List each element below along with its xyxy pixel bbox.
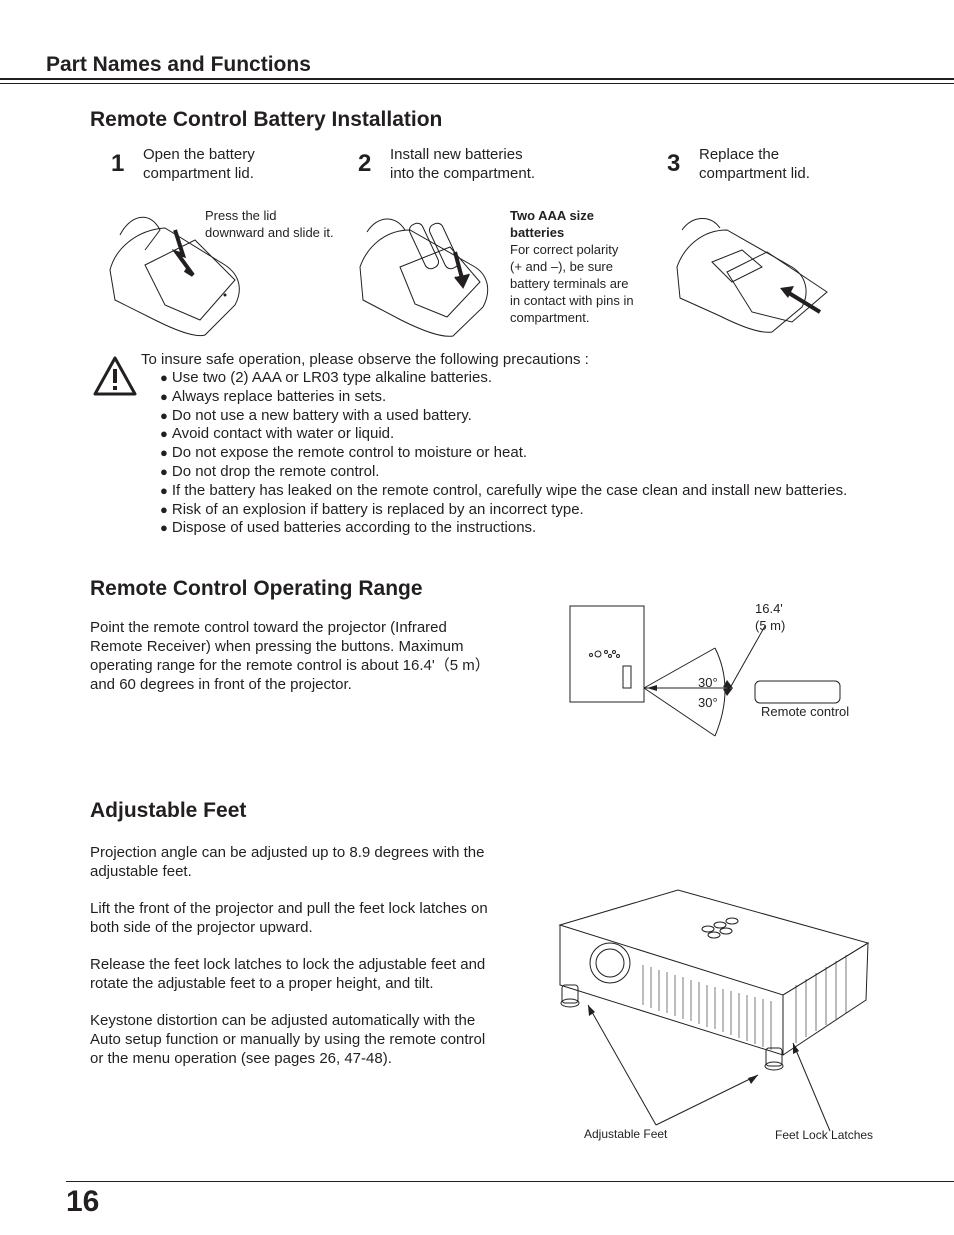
step-3-number: 3 [667, 150, 681, 177]
precautions-list: ●Use two (2) AAA or LR03 type alkaline b… [160, 369, 847, 538]
list-item: ●If the battery has leaked on the remote… [160, 481, 848, 499]
precautions-intro: To insure safe operation, please observe… [141, 351, 589, 368]
page-header-title: Part Names and Functions [46, 53, 311, 76]
step-3-text: Replace the compartment lid. [699, 146, 810, 182]
adjustable-feet-label: Adjustable Feet [584, 1127, 668, 1141]
remote-open-lid-illustration [109, 216, 240, 337]
step-1-text: Open the battery compartment lid. [143, 146, 255, 182]
step-2-number: 2 [358, 150, 372, 177]
list-item: ●Avoid contact with water or liquid. [160, 425, 395, 443]
feet-lock-latches-label: Feet Lock Latches [775, 1128, 874, 1142]
feet-paragraph: Projection angle can be adjusted up to 8… [90, 844, 485, 880]
angle-top-label: 30° [698, 675, 718, 690]
list-item: ●Do not drop the remote control. [160, 462, 380, 480]
footer-rule [66, 1181, 954, 1182]
feet-paragraph: Release the feet lock latches to lock th… [90, 956, 486, 992]
remote-replace-lid-illustration [676, 218, 828, 333]
step-2-text: Install new batteries into the compartme… [390, 146, 536, 182]
list-item: ●Do not use a new battery with a used ba… [160, 406, 472, 424]
range-section-title: Remote Control Operating Range [90, 577, 423, 600]
range-distance-label: 16.4' (5 m) [755, 601, 786, 633]
feet-section-title: Adjustable Feet [90, 799, 247, 822]
projector-feet-illustration [558, 889, 870, 1132]
angle-bottom-label: 30° [698, 695, 718, 710]
feet-paragraph: Lift the front of the projector and pull… [90, 900, 488, 936]
remote-install-batteries-illustration [359, 218, 489, 337]
range-description: Point the remote control toward the proj… [90, 619, 490, 693]
step-1-number: 1 [111, 150, 125, 177]
list-item: ●Dispose of used batteries according to … [160, 519, 537, 537]
header-rule [0, 78, 954, 80]
battery-section-title: Remote Control Battery Installation [90, 108, 443, 131]
list-item: ●Risk of an explosion if battery is repl… [160, 500, 584, 518]
warning-icon [93, 356, 137, 396]
list-item: ●Use two (2) AAA or LR03 type alkaline b… [160, 369, 493, 386]
list-item: ●Do not expose the remote control to moi… [160, 444, 528, 462]
page-number: 16 [66, 1185, 100, 1218]
feet-description: Projection angle can be adjusted up to 8… [90, 843, 510, 1086]
remote-control-label: Remote control [761, 704, 850, 719]
list-item: ●Always replace batteries in sets. [160, 387, 387, 405]
header-rule-thin [0, 83, 954, 84]
step-1-note: Press the lid downward and slide it. [205, 208, 334, 240]
feet-paragraph: Keystone distortion can be adjusted auto… [90, 1012, 486, 1067]
step-2-note: Two AAA size batteries For correct polar… [510, 208, 634, 325]
operating-range-diagram [569, 605, 841, 737]
